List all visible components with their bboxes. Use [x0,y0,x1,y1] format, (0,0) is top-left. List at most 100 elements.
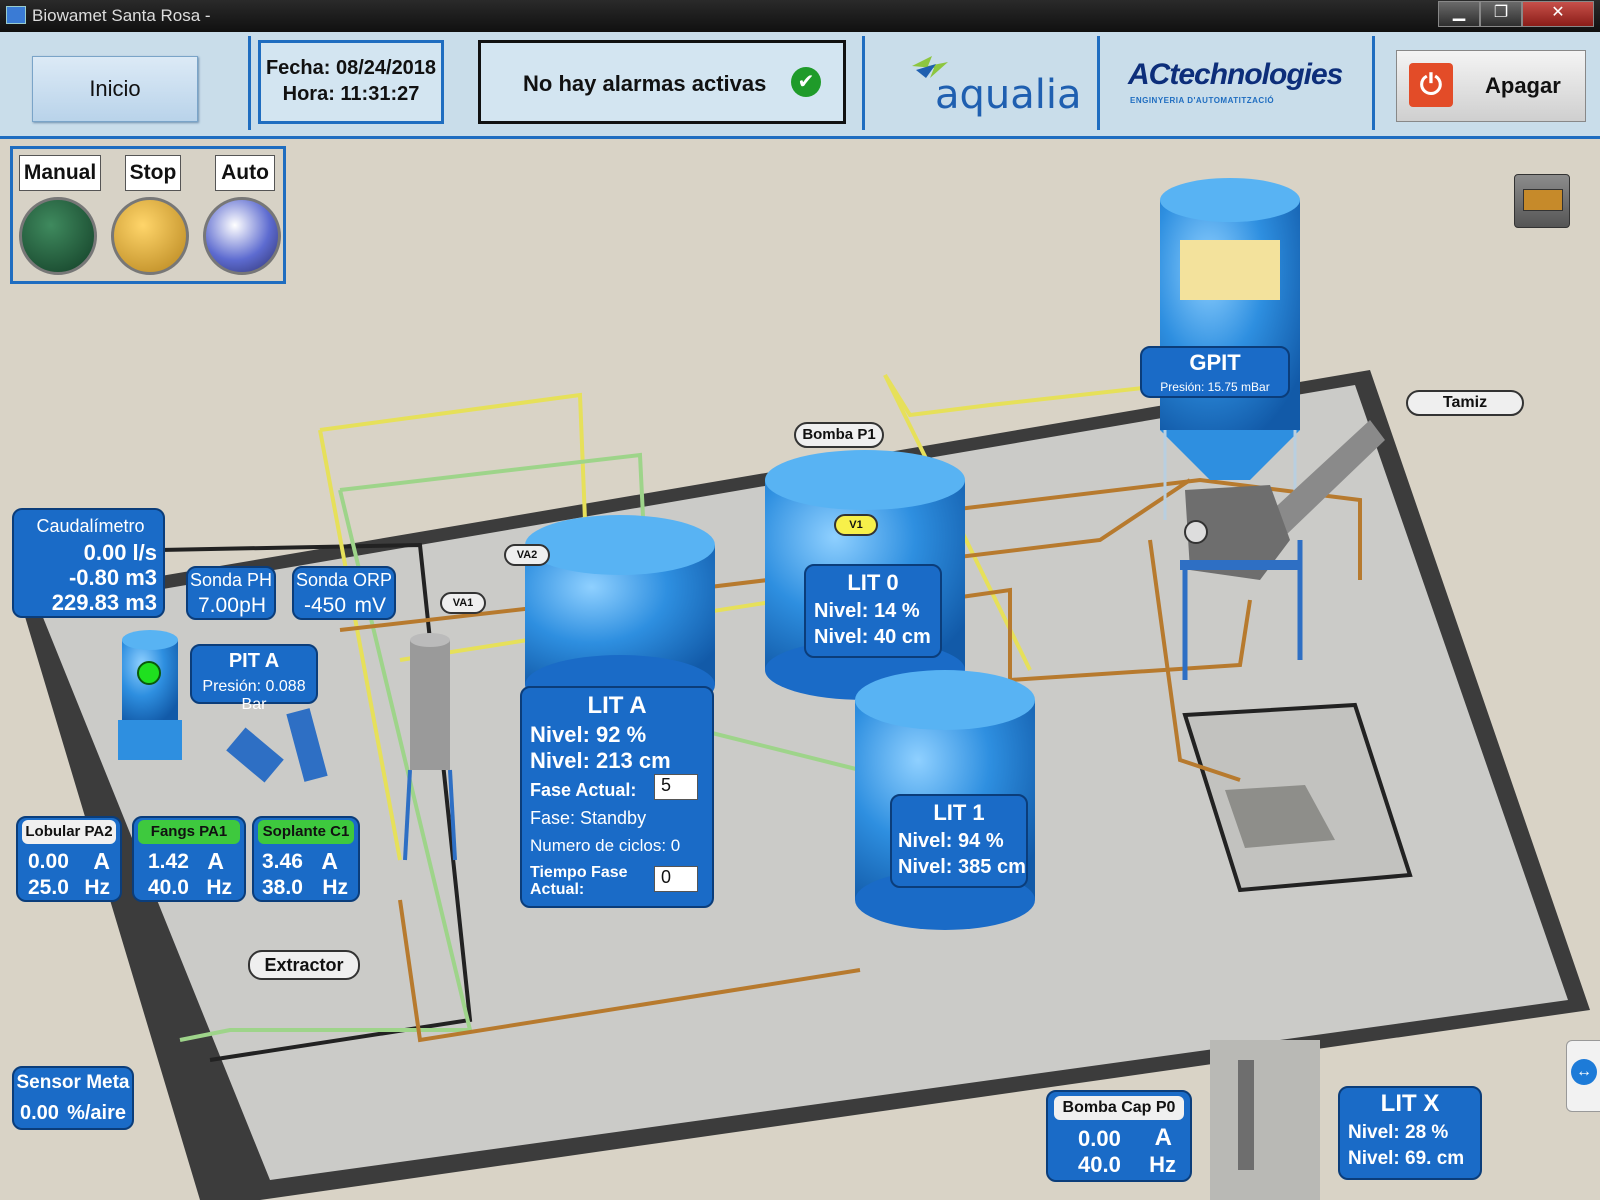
extractor-label[interactable]: Extractor [248,950,360,980]
pit-a-panel[interactable]: PIT A Presión: 0.088 Bar [190,644,318,713]
caudalimetro-title: Caudalímetro [36,516,145,536]
sensor-meta-title: Sensor Meta [16,1072,130,1093]
time-text: Hora: 11:31:27 [282,83,420,105]
fangs-pa1-hz-unit: Hz [206,876,232,899]
lobular-pa2-panel[interactable]: Lobular PA2 0.00 A 25.0 Hz [16,816,122,902]
lit-a-panel[interactable]: LIT A Nivel: 92 % Nivel: 213 cm Fase Act… [520,686,714,908]
fangs-pa1-amps: 1.42 [148,850,189,873]
valve-v1-tag[interactable]: V1 [834,514,878,536]
alarm-text: No hay alarmas activas [523,71,767,96]
lit-a-fase: Fase: Standby [530,808,647,828]
sensor-meta-panel[interactable]: Sensor Meta 0.00 %/aire [12,1066,134,1130]
lobular-pa2-hz-unit: Hz [84,876,110,899]
pumps [226,708,328,783]
datetime-display: Fecha: 08/24/2018 Hora: 11:31:27 [258,40,444,124]
maximize-button[interactable]: ❐ [1480,1,1522,27]
bomba-cap-p0-hz: 40.0 [1078,1152,1121,1177]
bomba-cap-p0-amps: 0.00 [1078,1126,1121,1151]
bomba-cap-p0-panel[interactable]: Bomba Cap P0 0.00 A 40.0 Hz [1046,1090,1192,1182]
soplante-c1-hz: 38.0 [262,876,303,899]
lobular-pa2-amps: 0.00 [28,850,69,873]
valve-va1-tag[interactable]: VA1 [440,592,486,614]
lit-a-fase-actual-input[interactable]: 5 [654,774,698,800]
sonda-ph-unit: pH [239,594,266,617]
lit-a-nivel-cm: Nivel: 213 cm [530,748,671,773]
sensor-meta-value: 0.00 [20,1102,59,1124]
lobular-pa2-amps-unit: A [93,848,110,874]
bomba-cap-p0-title: Bomba Cap P0 [1054,1096,1184,1120]
pit-a-title: PIT A [228,650,280,672]
lit-0-nivel-pct: Nivel: 14 % [814,600,920,622]
valve-va2-tag[interactable]: VA2 [504,544,550,566]
window-title-bar: Biowamet Santa Rosa - ▁ ❐ ✕ [0,0,1600,32]
lobular-pa2-title: Lobular PA2 [22,820,116,844]
filter-column [403,633,457,861]
apagar-button[interactable]: ⏻ Apagar [1396,50,1586,122]
header-cell-inicio: Inicio [0,36,251,130]
remote-support-icon: ↔ [1571,1059,1597,1085]
mode-label-manual: Manual [19,155,101,191]
lit-0-panel[interactable]: LIT 0 Nivel: 14 % Nivel: 40 cm [804,564,942,658]
lit-a-fase-actual-label: Fase Actual: [530,780,637,800]
tank-small-left [118,630,182,760]
minimize-button[interactable]: ▁ [1438,1,1480,27]
lit-x-panel[interactable]: LIT X Nivel: 28 % Nivel: 69. cm [1338,1086,1482,1180]
gpit-panel[interactable]: GPIT Presión: 15.75 mBar [1140,346,1290,398]
pit-hole [1225,785,1335,848]
support-column [1210,1040,1320,1200]
remote-support-tab[interactable]: ↔ [1566,1040,1600,1112]
stop-mode-button[interactable] [111,197,189,275]
actechnologies-logo: ACtechnologies [1128,58,1343,91]
status-lamp-green [137,661,161,685]
power-icon: ⏻ [1409,63,1453,107]
mode-label-auto: Auto [215,155,275,191]
soplante-c1-amps: 3.46 [262,850,303,873]
aqualia-logo: aqualia [935,72,1082,118]
sonda-ph-value: 7.00 [198,594,239,617]
fangs-pa1-title: Fangs PA1 [138,820,240,844]
auto-mode-button[interactable] [203,197,281,275]
bomba-p1-label[interactable]: Bomba P1 [794,422,884,448]
lit-a-tiempo-label-2: Actual: [530,881,585,898]
lit-1-nivel-pct: Nivel: 94 % [898,830,1004,852]
pit-a-pressure: Presión: 0.088 Bar [202,678,306,713]
sonda-ph-panel[interactable]: Sonda PH 7.00 pH [186,566,276,620]
aqualia-logo-mark-icon [912,56,948,78]
inicio-button[interactable]: Inicio [32,56,198,122]
manual-mode-button[interactable] [19,197,97,275]
sonda-orp-unit: mV [354,594,387,617]
lit-0-nivel-cm: Nivel: 40 cm [814,626,931,648]
gpit-pressure: Presión: 15.75 mBar [1160,380,1270,394]
soplante-c1-panel[interactable]: Soplante C1 3.46 A 38.0 Hz [252,816,360,902]
actech-cell [1096,36,1375,130]
mode-label-stop: Stop [125,155,181,191]
mode-panel: Manual Stop Auto [10,146,286,284]
lobular-pa2-hz: 25.0 [28,876,69,899]
actechnologies-tagline: ENGINYERIA D'AUTOMATITZACIÓ [1130,96,1275,105]
bomba-cap-p0-amps-unit: A [1154,1124,1172,1151]
sonda-orp-title: Sonda ORP [295,570,393,590]
lit-a-tiempo-label: Tiempo Fase Actual: [530,864,628,898]
on-screen-keyboard-button[interactable] [1514,174,1570,228]
lit-a-title: LIT A [587,692,647,719]
sonda-orp-panel[interactable]: Sonda ORP -450 mV [292,566,396,620]
sonda-orp-value: -450 [304,594,347,617]
fangs-pa1-amps-unit: A [207,848,224,874]
caudalimetro-vol1: -0.80 m3 [68,565,157,590]
gpit-title: GPIT [1189,350,1241,375]
caudalimetro-panel[interactable]: Caudalímetro 0.00 l/s -0.80 m3 229.83 m3 [12,508,165,618]
alarm-status: No hay alarmas activas ✔ [478,40,846,124]
close-button[interactable]: ✕ [1522,1,1594,27]
lit-1-panel[interactable]: LIT 1 Nivel: 94 % Nivel: 385 cm [890,794,1028,888]
soplante-c1-hz-unit: Hz [322,876,348,899]
room-outline [159,542,473,1062]
tamiz-label[interactable]: Tamiz [1406,390,1524,416]
tank-lit-a [525,515,715,715]
caudalimetro-vol2: 229.83 m3 [51,590,157,615]
lit-a-tiempo-input[interactable]: 0 [654,866,698,892]
keyboard-icon [1523,189,1563,211]
header-bar: Inicio Fecha: 08/24/2018 Hora: 11:31:27 … [0,32,1600,139]
fangs-pa1-panel[interactable]: Fangs PA1 1.42 A 40.0 Hz [132,816,246,902]
bomba-cap-p0-hz-unit: Hz [1149,1152,1176,1177]
fangs-pa1-hz: 40.0 [148,876,189,899]
